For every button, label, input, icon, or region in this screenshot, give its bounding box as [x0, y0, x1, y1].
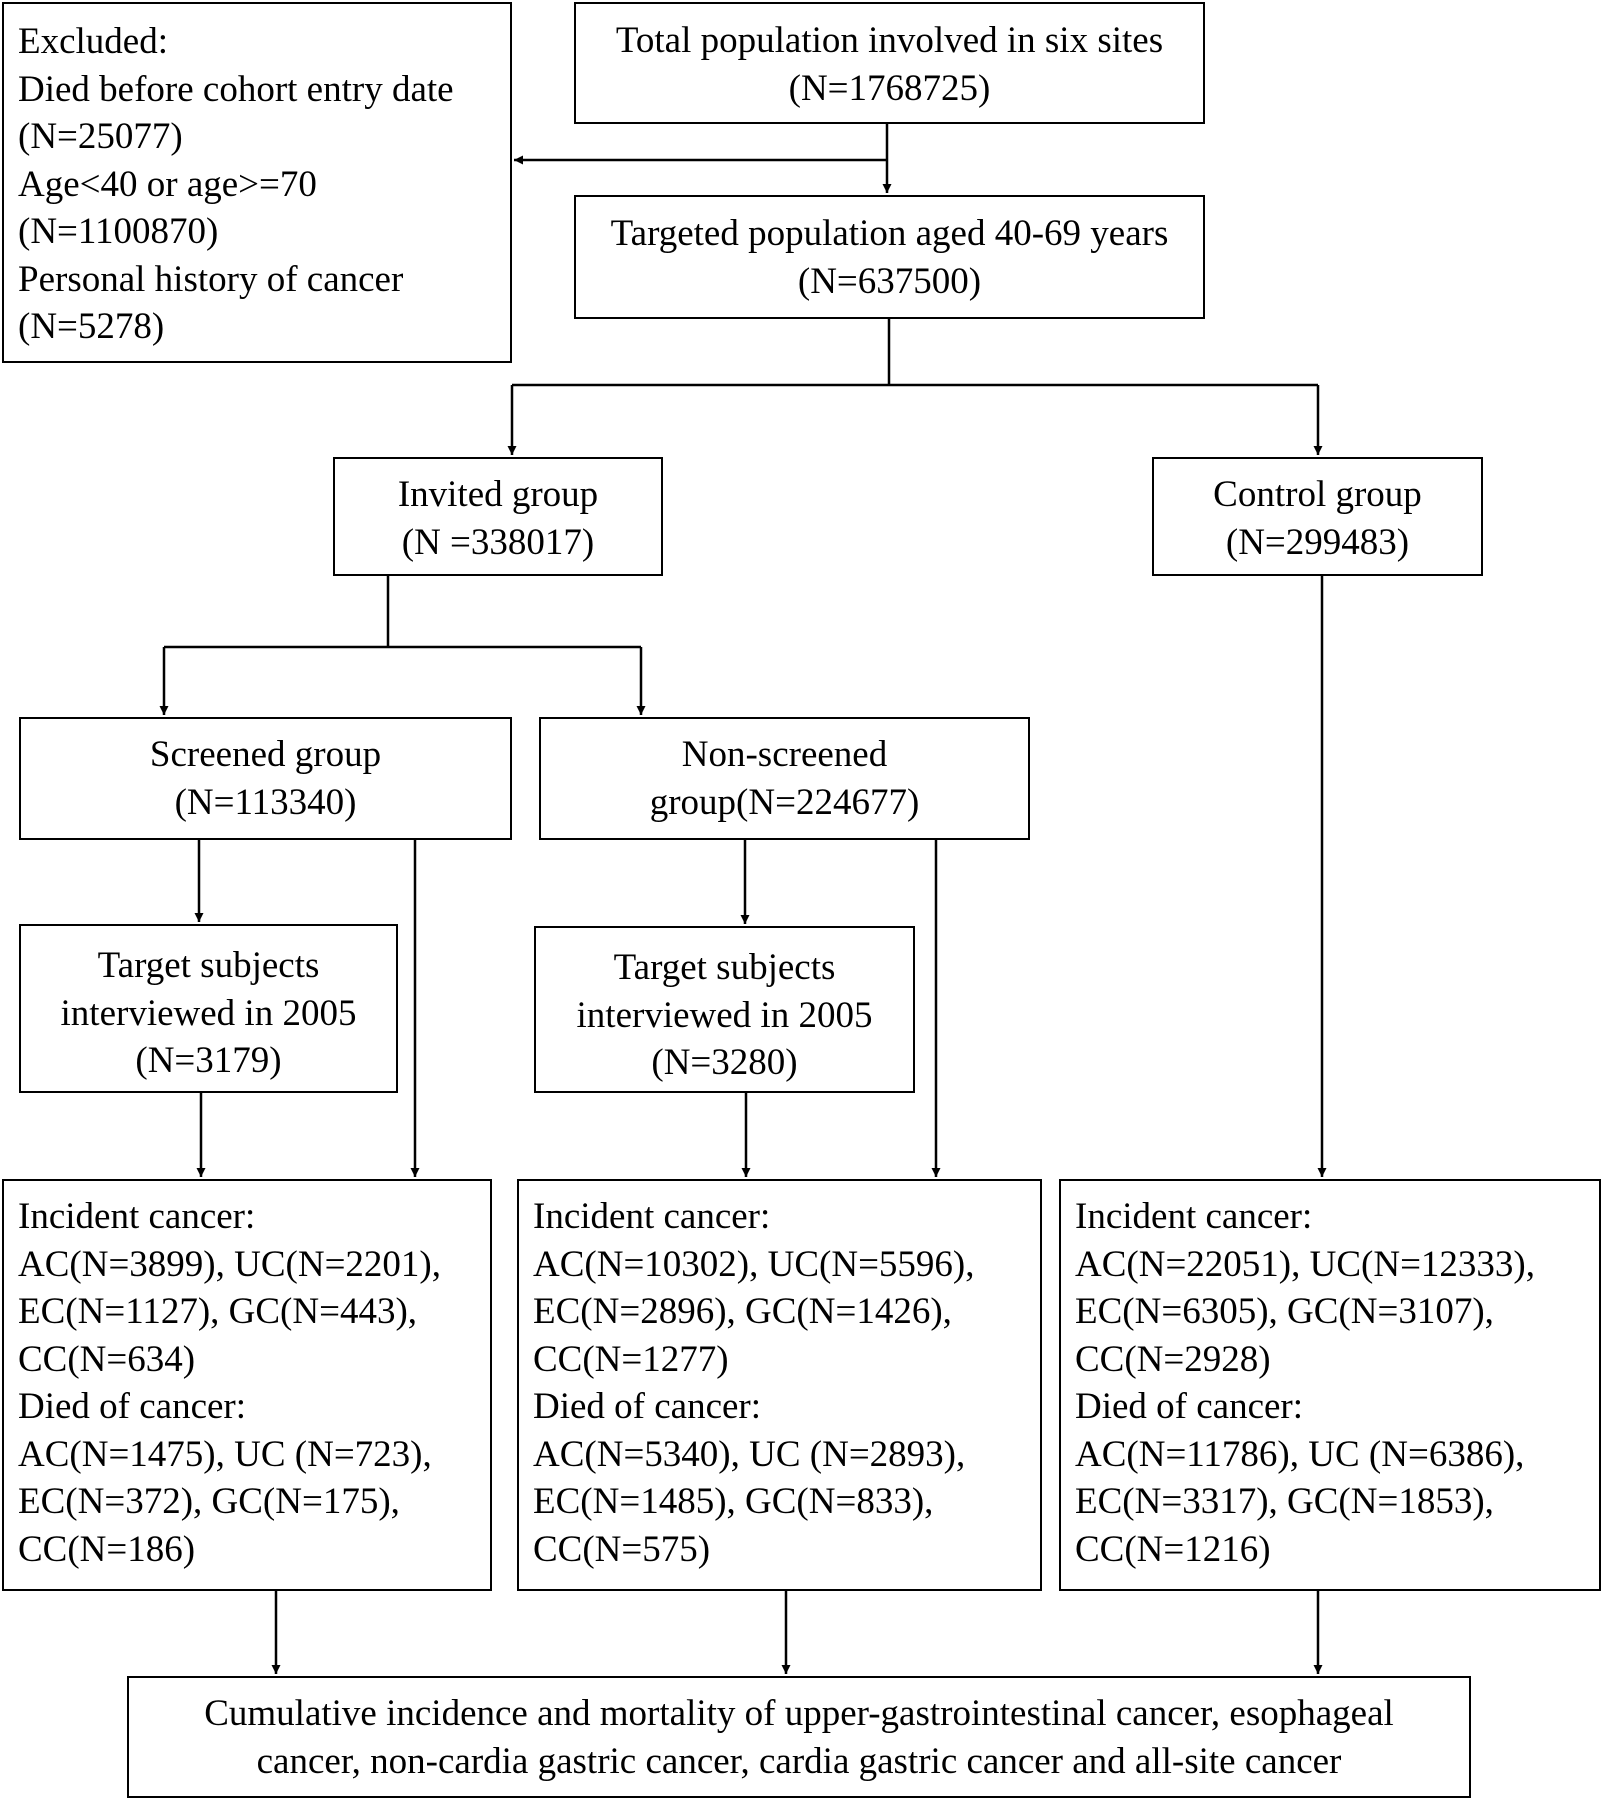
- box-line: Cumulative incidence and mortality of up…: [204, 1693, 1394, 1734]
- box-line: Target subjects: [613, 947, 836, 988]
- box-line: cancer, non-cardia gastric cancer, cardi…: [256, 1740, 1342, 1782]
- outcome-line: EC(N=6305), GC(N=3107),: [1075, 1291, 1494, 1332]
- outcome-screened-box: Incident cancer: AC(N=3899), UC(N=2201),…: [2, 1179, 492, 1591]
- targeted-population-box: Targeted population aged 40-69 years (N=…: [574, 195, 1205, 319]
- outcome-line: EC(N=1485), GC(N=833),: [533, 1481, 934, 1522]
- final-outcome-box: Cumulative incidence and mortality of up…: [127, 1676, 1471, 1798]
- total-population-box: Total population involved in six sites (…: [574, 2, 1205, 124]
- outcome-line: AC(N=3899), UC(N=2201),: [18, 1243, 442, 1285]
- screened-group-box: Screened group (N=113340): [19, 717, 512, 840]
- excluded-line: Personal history of cancer: [18, 258, 404, 300]
- box-line: Targeted population aged 40-69 years: [610, 213, 1169, 254]
- target-subjects-non-screened-box: Target subjects interviewed in 2005 (N=3…: [534, 926, 915, 1093]
- outcome-line: CC(N=634): [18, 1338, 196, 1380]
- outcome-line: CC(N=1216): [1075, 1528, 1271, 1570]
- outcome-line: AC(N=1475), UC (N=723),: [18, 1433, 432, 1475]
- outcome-line: Died of cancer:: [1075, 1386, 1304, 1427]
- box-line: interviewed in 2005: [576, 994, 873, 1036]
- box-line: Invited group: [397, 474, 599, 515]
- outcome-line: AC(N=11786), UC (N=6386),: [1075, 1433, 1525, 1475]
- box-line: (N=1768725): [788, 67, 991, 109]
- outcome-line: Incident cancer:: [18, 1196, 256, 1237]
- box-line: (N =338017): [401, 521, 595, 563]
- outcome-line: EC(N=1127), GC(N=443),: [18, 1291, 418, 1332]
- excluded-line: (N=1100870): [18, 211, 219, 252]
- outcome-line: EC(N=2896), GC(N=1426),: [533, 1291, 952, 1332]
- outcome-line: CC(N=186): [18, 1528, 196, 1570]
- outcome-line: AC(N=10302), UC(N=5596),: [533, 1243, 975, 1285]
- outcome-line: CC(N=1277): [533, 1338, 729, 1380]
- control-group-box: Control group (N=299483): [1152, 457, 1483, 576]
- outcome-line: Incident cancer:: [533, 1196, 771, 1237]
- box-line: Screened group: [149, 734, 382, 775]
- box-line: interviewed in 2005: [60, 992, 357, 1034]
- outcome-line: EC(N=372), GC(N=175),: [18, 1481, 400, 1522]
- box-line: (N=113340): [174, 781, 357, 823]
- box-line: (N=299483): [1225, 521, 1410, 563]
- outcome-non-screened-box: Incident cancer: AC(N=10302), UC(N=5596)…: [517, 1179, 1042, 1591]
- invited-group-box: Invited group (N =338017): [333, 457, 663, 576]
- box-line: group(N=224677): [649, 781, 920, 823]
- box-line: Total population involved in six sites: [615, 20, 1164, 61]
- outcome-control-box: Incident cancer: AC(N=22051), UC(N=12333…: [1059, 1179, 1601, 1591]
- outcome-line: AC(N=22051), UC(N=12333),: [1075, 1243, 1536, 1285]
- excluded-line: (N=25077): [18, 116, 183, 157]
- outcome-line: AC(N=5340), UC (N=2893),: [533, 1433, 966, 1475]
- excluded-line: Age<40 or age>=70: [18, 163, 317, 205]
- excluded-line: Excluded:: [18, 21, 169, 62]
- box-line: Target subjects: [97, 945, 320, 986]
- outcome-line: CC(N=2928): [1075, 1338, 1271, 1380]
- excluded-line: (N=5278): [18, 306, 165, 347]
- outcome-line: Incident cancer:: [1075, 1196, 1313, 1237]
- box-line: Non-screened: [681, 734, 888, 775]
- box-line: (N=637500): [797, 260, 982, 302]
- box-line: (N=3280): [651, 1042, 798, 1083]
- target-subjects-screened-box: Target subjects interviewed in 2005 (N=3…: [19, 924, 398, 1093]
- outcome-line: Died of cancer:: [533, 1386, 762, 1427]
- outcome-line: CC(N=575): [533, 1528, 711, 1570]
- outcome-line: EC(N=3317), GC(N=1853),: [1075, 1481, 1494, 1522]
- box-line: (N=3179): [135, 1040, 282, 1081]
- box-line: Control group: [1213, 474, 1422, 515]
- outcome-line: Died of cancer:: [18, 1386, 247, 1427]
- excluded-line: Died before cohort entry date: [18, 68, 454, 110]
- non-screened-group-box: Non-screened group(N=224677): [539, 717, 1030, 840]
- excluded-box: Excluded: Died before cohort entry date …: [2, 2, 512, 363]
